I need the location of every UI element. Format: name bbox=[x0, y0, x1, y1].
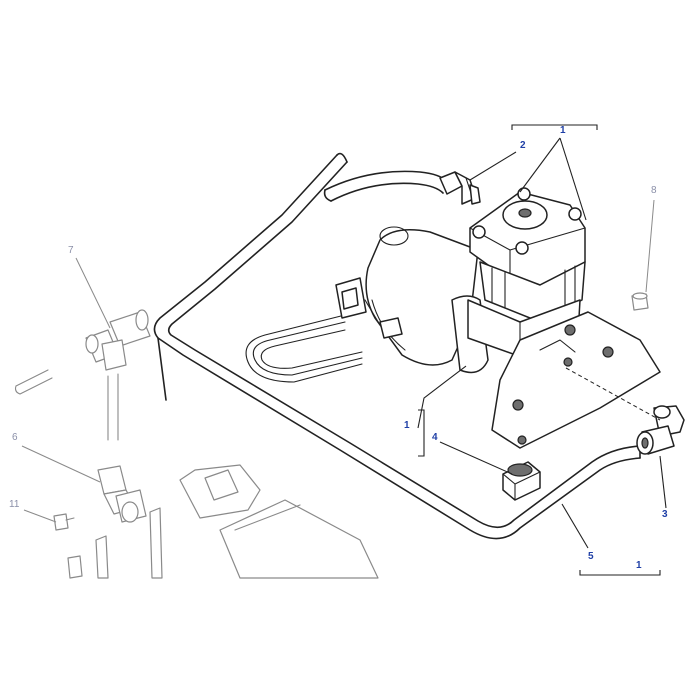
mounting-bracket bbox=[491, 311, 661, 449]
plug-8 bbox=[631, 292, 649, 311]
bolt-11 bbox=[53, 513, 75, 531]
faint-pipes bbox=[14, 369, 119, 441]
t-connector-7 bbox=[85, 309, 151, 371]
callout-11: 11 bbox=[9, 499, 20, 510]
callout-1-bottom: 1 bbox=[636, 560, 642, 571]
callout-2: 2 bbox=[520, 140, 526, 151]
callout-4: 4 bbox=[432, 432, 438, 443]
callout-7: 7 bbox=[68, 245, 74, 256]
frame-left-rod bbox=[157, 337, 167, 401]
elbow-fitting-6 bbox=[97, 465, 147, 523]
callout-1-top: 1 bbox=[560, 125, 566, 136]
leader-lines bbox=[21, 124, 667, 576]
air-pipe bbox=[323, 170, 449, 202]
callout-1-middle: 1 bbox=[404, 420, 410, 431]
pipe-connector-2 bbox=[439, 171, 481, 205]
rubber-mount-4 bbox=[502, 461, 541, 501]
callout-5: 5 bbox=[588, 551, 594, 562]
assembly-dash-line bbox=[565, 367, 661, 421]
callout-8: 8 bbox=[651, 185, 657, 196]
wiring-harness bbox=[245, 277, 403, 383]
callout-6: 6 bbox=[12, 432, 18, 443]
callout-3: 3 bbox=[662, 509, 668, 520]
reservoir-bottom bbox=[67, 464, 379, 579]
elbow-connector-3 bbox=[636, 405, 685, 455]
